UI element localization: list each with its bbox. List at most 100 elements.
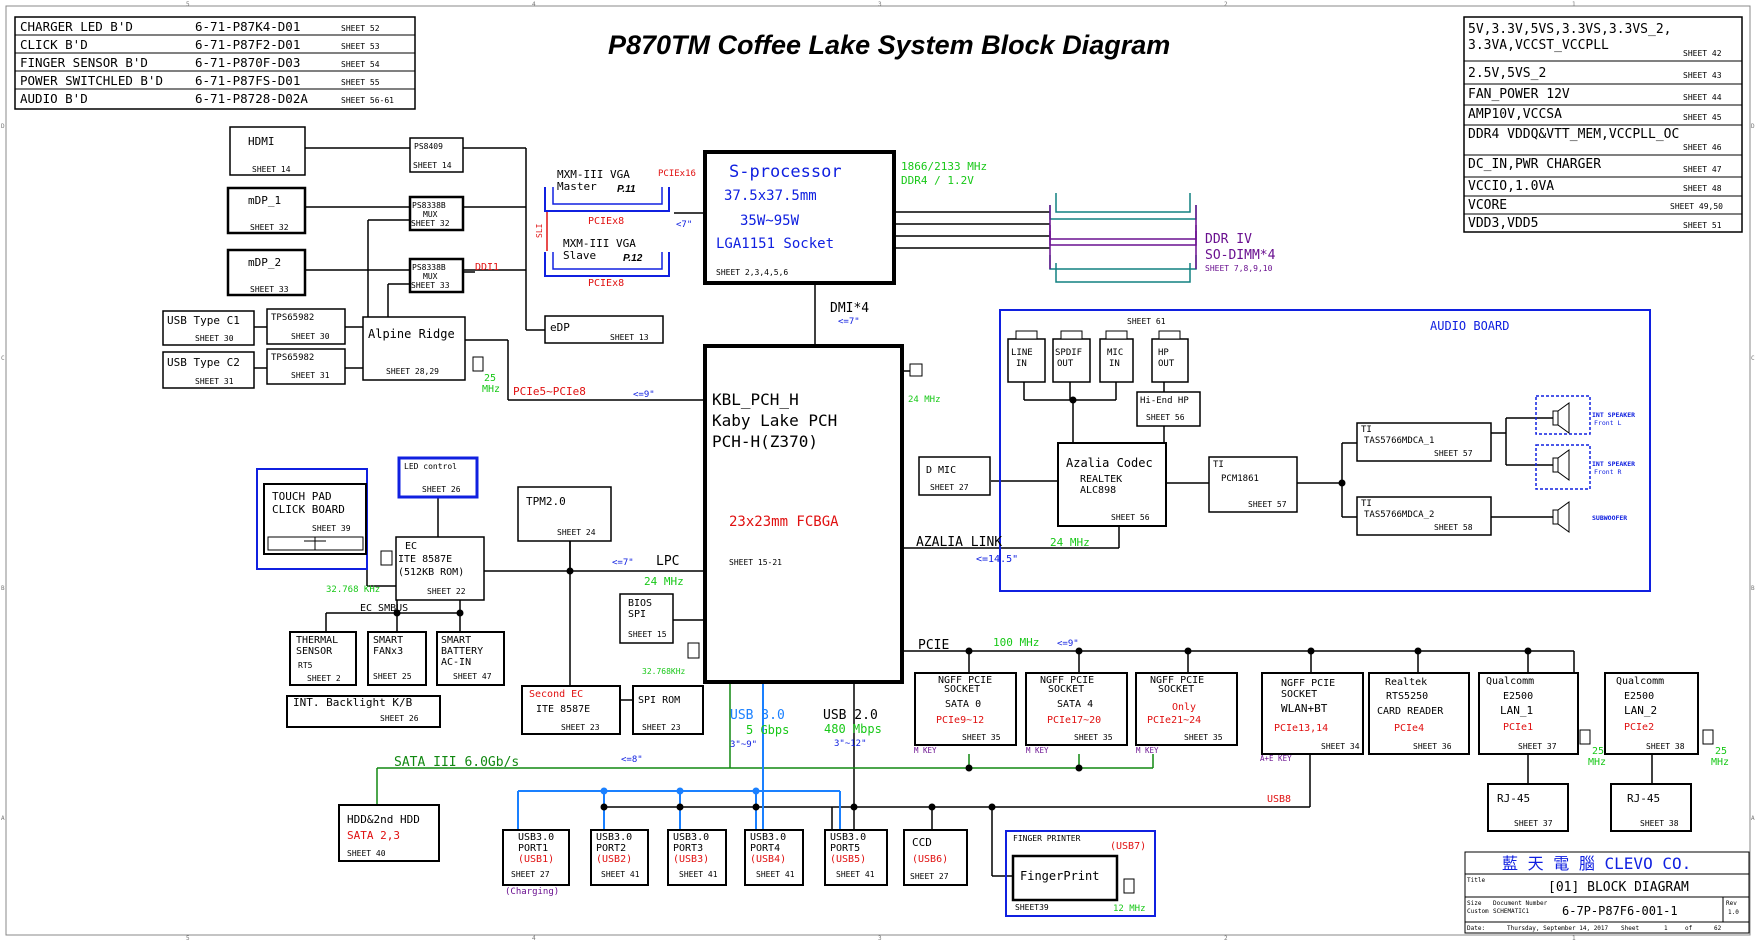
rj45-2-block: RJ-45 SHEET 38 xyxy=(1610,783,1692,832)
tb-pcie-len: <=9" xyxy=(633,390,655,400)
usb-port1-block: USB3.0 PORT1 (USB1) SHEET 27 xyxy=(502,829,570,886)
usb3-speed: 5 Gbps xyxy=(746,723,789,737)
audio-sheet61: SHEET 61 xyxy=(1127,317,1166,326)
rj45-label: RJ-45 xyxy=(1627,792,1660,805)
pcie-dev-l3: Only xyxy=(1172,702,1196,713)
spi-rom-sheet: SHEET 23 xyxy=(642,723,681,732)
usbc2-label: USB Type C2 xyxy=(167,356,240,369)
pch-xtal-freq: 24 MHz xyxy=(908,395,941,405)
power-sheet: SHEET 44 xyxy=(1683,93,1722,102)
power-rail: DC_IN,PWR CHARGER xyxy=(1468,157,1601,172)
tps1-label: TPS65982 xyxy=(271,313,314,323)
mdp2-block: mDP_2 SHEET 33 xyxy=(226,248,307,297)
tpm-block: TPM2.0 SHEET 24 xyxy=(517,486,612,542)
ec-xtal-freq: 32.768 KHz xyxy=(326,585,380,595)
jack-label: MIC xyxy=(1107,348,1123,358)
audio-board-title: AUDIO BOARD xyxy=(1430,319,1509,333)
usb-port-type: USB3.0 xyxy=(518,832,554,843)
power-rail: VCORE xyxy=(1468,198,1507,213)
tps1-sheet: SHEET 30 xyxy=(291,332,330,341)
rj45-sheet: SHEET 38 xyxy=(1640,819,1679,828)
jack-label: OUT xyxy=(1057,359,1074,369)
rtc-xtal-freq: 32.768KHz xyxy=(642,667,686,676)
grid-label-top: 5 xyxy=(186,1,190,8)
usb-port-name: PORT4 xyxy=(750,843,780,854)
size-label: Size xyxy=(1467,900,1482,907)
pcie-dev-l3: LAN_2 xyxy=(1624,704,1657,717)
power-rail: 2.5V,5VS_2 xyxy=(1468,66,1546,81)
lpc-label: LPC xyxy=(656,554,679,569)
pcie-dev-l2: SOCKET xyxy=(944,684,980,695)
azalia-len: <=14.5" xyxy=(976,554,1018,565)
thermal-sheet: SHEET 2 xyxy=(307,674,341,683)
power-sheet: SHEET 43 xyxy=(1683,71,1722,80)
amp2-vendor: TI xyxy=(1361,499,1372,509)
usbc2-block: USB Type C2 SHEET 31 xyxy=(162,351,255,389)
lpc-freq: 24 MHz xyxy=(644,575,684,588)
usbc1-block: USB Type C1 SHEET 30 xyxy=(162,310,255,346)
docnum-label: Document Number xyxy=(1493,900,1548,907)
power-rail: DDR4 VDDQ&VTT_MEM,VCCPLL_OC xyxy=(1468,127,1679,142)
cpu-socket: LGA1151 Socket xyxy=(716,236,834,252)
hdd-sheet: SHEET 40 xyxy=(347,849,386,858)
power-rail: VCCIO,1.0VA xyxy=(1468,179,1554,194)
pcie-dev-l1: NGFF PCIE xyxy=(1281,678,1335,689)
usbc2-sheet: SHEET 31 xyxy=(195,377,234,386)
mux1-sheet: SHEET 32 xyxy=(411,219,450,228)
ddr-freq: 1866/2133 MHz xyxy=(901,160,987,173)
jack-label: SPDIF xyxy=(1055,348,1082,358)
amp1-sheet: SHEET 57 xyxy=(1434,449,1473,458)
ngff-ssd2-block: NGFF PCIE SOCKET SATA 4 PCIe17~20 SHEET … xyxy=(1025,672,1128,746)
pcie-dev-key: M KEY xyxy=(1026,746,1049,755)
pcie-dev-lanes: PCIe2 xyxy=(1624,722,1654,733)
usb-port-id: (USB1) xyxy=(518,854,554,865)
pcie-dev-key: A+E KEY xyxy=(1260,754,1292,763)
title-label: Title xyxy=(1467,877,1485,884)
pcie-dev-sheet: SHEET 38 xyxy=(1646,742,1685,751)
battery-sheet: SHEET 47 xyxy=(453,672,492,681)
lan-xtal-freq: 25 xyxy=(1592,746,1604,757)
pcie-dev-l2: E2500 xyxy=(1624,691,1654,702)
board-name: POWER SWITCHLED B'D xyxy=(20,73,163,88)
subwoofer-label: SUBWOOFER xyxy=(1592,514,1627,522)
hiend-hp-block: Hi-End HP SHEET 56 xyxy=(1136,391,1201,427)
board-sheet: SHEET 55 xyxy=(341,78,380,87)
bios-label: BIOS xyxy=(628,598,652,609)
mux2-mux: MUX xyxy=(423,272,438,281)
mux2-sheet: SHEET 33 xyxy=(411,281,450,290)
power-rail: AMP10V,VCCSA xyxy=(1468,107,1562,122)
thermal-label: THERMAL xyxy=(296,635,338,646)
pcie-dev-sheet: SHEET 35 xyxy=(1184,733,1223,742)
docnum: 6-7P-P87F6-001-1 xyxy=(1562,904,1678,918)
spi-rom-label: SPI ROM xyxy=(638,695,680,706)
usb-port-sheet: SHEET 27 xyxy=(511,870,550,879)
jack-label: IN xyxy=(1016,359,1027,369)
pcie-dev-l2: SOCKET xyxy=(1281,689,1317,700)
usb-port-id: (USB5) xyxy=(830,854,866,865)
azalia-freq: 24 MHz xyxy=(1050,536,1090,549)
sheet-frame xyxy=(5,5,1751,936)
rj45-1-block: RJ-45 SHEET 37 xyxy=(1487,783,1569,832)
mxm-master-role: Master xyxy=(557,180,597,193)
pcie8-label: PCIEx8 xyxy=(588,216,624,227)
usb-port-type: USB3.0 xyxy=(750,832,786,843)
junctions xyxy=(393,396,1532,811)
pcie-dev-l2: SOCKET xyxy=(1048,684,1084,695)
company-name: 藍 天 電 腦 CLEVO CO. xyxy=(1502,854,1691,873)
board-pn: 6-71-P87F2-D01 xyxy=(195,37,300,52)
date-value: Thursday, September 14, 2017 xyxy=(1507,925,1609,932)
thermal-label: SENSOR xyxy=(296,646,333,657)
pcie8-label: PCIEx8 xyxy=(588,278,624,289)
usb-port-sheet: SHEET 41 xyxy=(601,870,640,879)
tps1-block: TPS65982 SHEET 30 xyxy=(266,308,346,345)
cpu-block: S-processor 37.5x37.5mm 35W~95W LGA1151 … xyxy=(703,150,896,285)
mdp2-label: mDP_2 xyxy=(248,256,281,269)
fp-label: FingerPrint xyxy=(1020,869,1099,883)
rev-label: Rev xyxy=(1726,900,1737,907)
edp-block: eDP SHEET 13 xyxy=(544,315,664,344)
codec-part: ALC898 xyxy=(1080,485,1116,496)
amp2-sheet: SHEET 58 xyxy=(1434,523,1473,532)
pcie-dev-lanes: PCIe13,14 xyxy=(1274,723,1328,734)
tps2-sheet: SHEET 31 xyxy=(291,371,330,380)
sheet-label: Sheet xyxy=(1621,925,1639,932)
